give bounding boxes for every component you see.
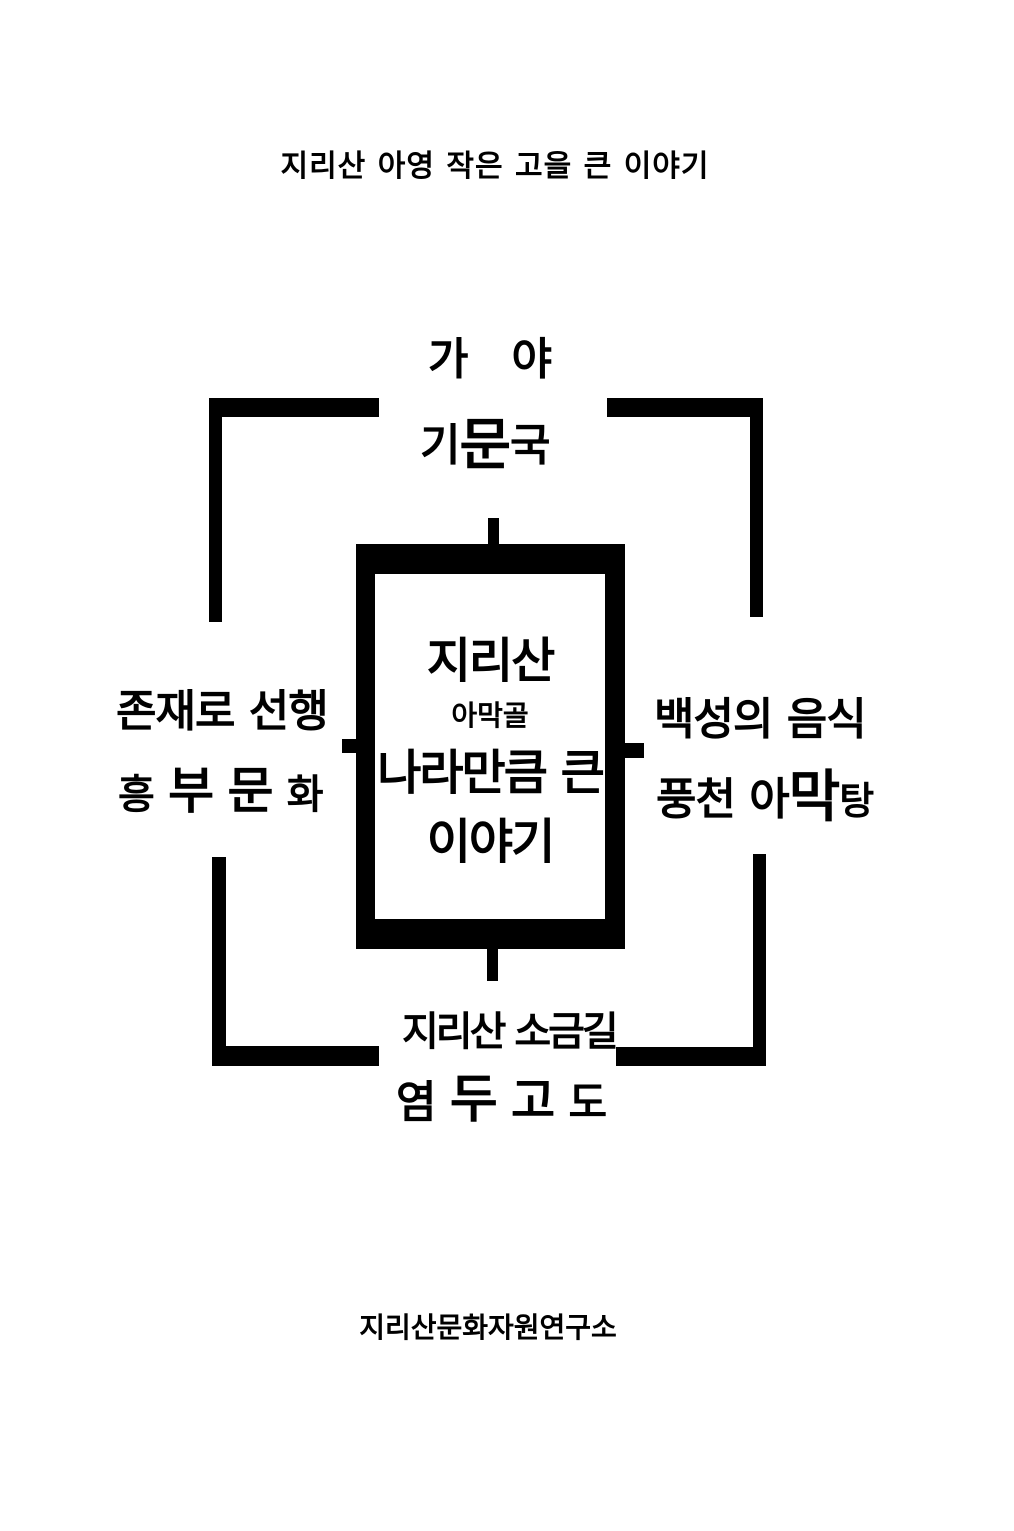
bottom-char-go: 고 [510,1073,555,1129]
top-char-ga: 가 [428,334,468,385]
left-char-heung: 흥 [118,772,155,818]
left-char-bu: 부 [168,762,214,820]
bottom-label-line-2: 염 두 고 도 [396,1073,607,1129]
bottom-char-du: 두 [449,1070,498,1130]
connector-right [624,743,644,758]
right-char-tang: 탕 [839,779,874,823]
left-char-mun: 문 [227,762,273,820]
top-label-line-2: 기문국 [420,418,551,474]
connector-left [342,739,357,753]
bottom-char-do: 도 [568,1078,607,1127]
top-char-mun: 문 [459,413,511,478]
page-title: 지리산 아영 작은 고을 큰 이야기 [280,149,710,184]
left-char-hwa: 화 [286,772,324,818]
center-line-2: 아막골 [451,699,529,732]
left-label-line-2: 흥 부 문 화 [118,766,324,818]
center-line-1: 지리산 [426,633,555,689]
connector-bottom [487,948,498,981]
right-label-line-2: 풍천 아막탕 [656,770,874,826]
top-char-guk: 국 [510,420,550,471]
right-text-pungcheon-a: 풍천 아 [656,774,790,825]
footer-organization: 지리산문화자원연구소 [359,1311,617,1344]
right-char-mak: 막 [788,765,841,830]
bottom-label-line-1: 지리산 소금길 [402,1009,619,1055]
center-box [356,544,625,949]
center-line-3: 나라만큼 큰 [377,745,605,801]
top-char-gi: 기 [420,420,460,471]
top-char-ya: 야 [511,334,551,385]
right-label-line-1: 백성의 음식 [654,694,867,745]
bottom-char-yeom: 염 [396,1077,436,1128]
center-line-4: 이야기 [426,814,555,870]
connector-top [488,518,499,545]
left-label-line-1: 존재로 선행 [116,686,329,737]
